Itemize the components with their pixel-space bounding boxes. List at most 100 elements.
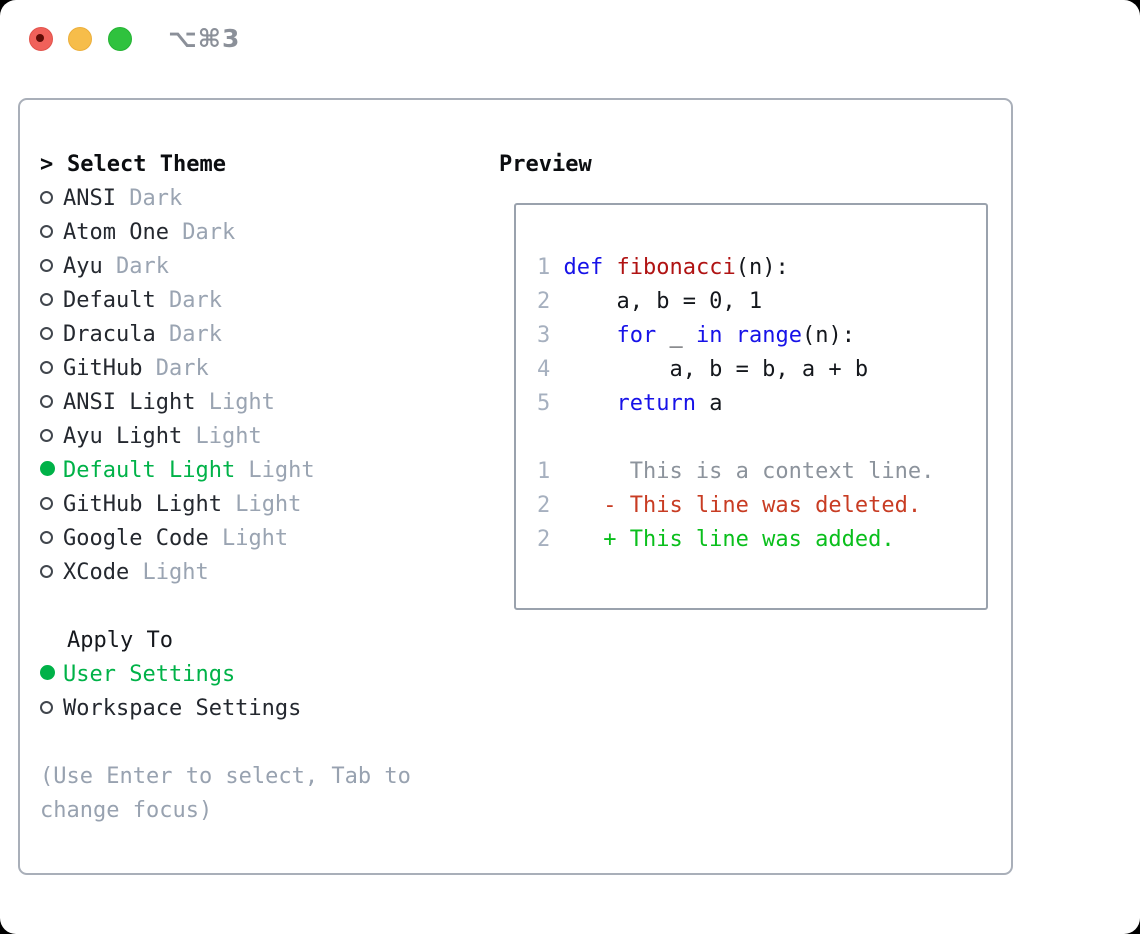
focus-cursor-icon: > [40, 152, 54, 177]
code-line: 1 def fibonacci(n): [537, 251, 986, 285]
code-line: 1 This is a context line. [537, 455, 986, 489]
theme-option-ayu-light[interactable]: Ayu Light Light [40, 420, 499, 454]
theme-option-label: XCode [63, 560, 130, 585]
radio-icon [40, 429, 53, 442]
radio-icon [40, 565, 53, 578]
radio-icon [40, 497, 53, 510]
apply-to-title: Apply To [67, 628, 173, 653]
line-number: 2 [537, 289, 551, 314]
zoom-button[interactable] [108, 27, 132, 51]
close-button[interactable] [29, 27, 53, 51]
theme-option-label: Default Light [63, 458, 236, 483]
code-line [537, 421, 986, 455]
theme-option-label: Default [63, 288, 156, 313]
theme-option-label: Ayu [63, 254, 103, 279]
theme-option-ansi-light[interactable]: ANSI Light Light [40, 386, 499, 420]
theme-option-label: GitHub [63, 356, 143, 381]
code-token: This is a context line. [563, 459, 935, 484]
code-token: return [616, 391, 696, 416]
line-number: 2 [537, 493, 551, 518]
theme-variant-label: Light [235, 458, 315, 483]
theme-variant-label: Light [208, 526, 289, 551]
theme-option-xcode[interactable]: XCode Light [40, 556, 499, 590]
apply-option-workspace-settings[interactable]: Workspace Settings [40, 692, 499, 726]
code-token: a, b = b, a + b [563, 357, 869, 382]
code-token: + This line was added. [563, 527, 895, 552]
theme-option-default[interactable]: Default Dark [40, 284, 499, 318]
theme-option-ansi[interactable]: ANSI Dark [40, 182, 499, 216]
theme-option-label: GitHub Light [63, 492, 222, 517]
theme-variant-label: Dark [102, 254, 169, 279]
line-number: 2 [537, 527, 551, 552]
code-line: 4 a, b = b, a + b [537, 353, 986, 387]
theme-option-label: Atom One [63, 220, 169, 245]
preview-header: Preview [499, 148, 1011, 182]
radio-selected-icon [40, 665, 55, 680]
apply-to-header: Apply To [40, 624, 499, 658]
apply-option-label: Workspace Settings [63, 696, 302, 721]
radio-icon [40, 395, 53, 408]
preview-title: Preview [499, 152, 592, 177]
line-number: 3 [537, 323, 551, 348]
radio-icon [40, 701, 53, 714]
theme-option-google-code[interactable]: Google Code Light [40, 522, 499, 556]
theme-variant-label: Light [221, 492, 302, 517]
code-line: 2 a, b = 0, 1 [537, 285, 986, 319]
titlebar: ⌥⌘3 [0, 0, 1140, 76]
radio-icon [40, 293, 53, 306]
line-number: 5 [537, 391, 551, 416]
theme-option-ayu[interactable]: Ayu Dark [40, 250, 499, 284]
code-token: (n): [735, 255, 789, 280]
theme-option-label: ANSI Light [63, 390, 196, 415]
select-theme-header: > Select Theme [40, 148, 499, 182]
theme-option-label: Dracula [63, 322, 156, 347]
theme-option-label: Ayu Light [63, 424, 183, 449]
code-token: range [735, 323, 802, 348]
theme-variant-label: Light [182, 424, 262, 449]
code-line: 5 return a [537, 387, 986, 421]
code-line: 2 + This line was added. [537, 523, 986, 557]
apply-option-user-settings[interactable]: User Settings [40, 658, 499, 692]
theme-option-github[interactable]: GitHub Dark [40, 352, 499, 386]
theme-option-atom-one[interactable]: Atom One Dark [40, 216, 499, 250]
code-token: _ [656, 323, 696, 348]
code-token: in [695, 323, 723, 348]
code-line: 3 for _ in range(n): [537, 319, 986, 353]
code-token: fibonacci [616, 255, 736, 280]
theme-variant-label: Dark [115, 186, 183, 211]
radio-icon [40, 327, 53, 340]
code-token [603, 255, 616, 280]
window-title: ⌥⌘3 [168, 24, 241, 53]
code-token: a [695, 391, 723, 416]
select-theme-title: Select Theme [67, 152, 226, 177]
theme-option-github-light[interactable]: GitHub Light Light [40, 488, 499, 522]
theme-option-default-light[interactable]: Default Light Light [40, 454, 499, 488]
theme-variant-label: Dark [155, 322, 222, 347]
radio-selected-icon [40, 461, 55, 476]
theme-option-label: Google Code [63, 526, 209, 551]
code-token: for [616, 323, 657, 348]
unsaved-indicator-dot [36, 34, 44, 42]
theme-variant-label: Dark [168, 220, 236, 245]
theme-variant-label: Dark [142, 356, 209, 381]
theme-variant-label: Light [129, 560, 209, 585]
line-number: 1 [537, 255, 551, 280]
line-number: 1 [537, 459, 551, 484]
minimize-button[interactable] [68, 27, 92, 51]
radio-icon [40, 531, 53, 544]
code-token [563, 323, 616, 348]
code-token [563, 391, 616, 416]
radio-icon [40, 259, 53, 272]
radio-icon [40, 191, 53, 204]
code-token: a, b = 0, 1 [563, 289, 763, 314]
code-token: def [563, 255, 604, 280]
theme-variant-label: Light [195, 390, 275, 415]
theme-option-dracula[interactable]: Dracula Dark [40, 318, 499, 352]
line-number: 4 [537, 357, 551, 382]
code-token [722, 323, 735, 348]
